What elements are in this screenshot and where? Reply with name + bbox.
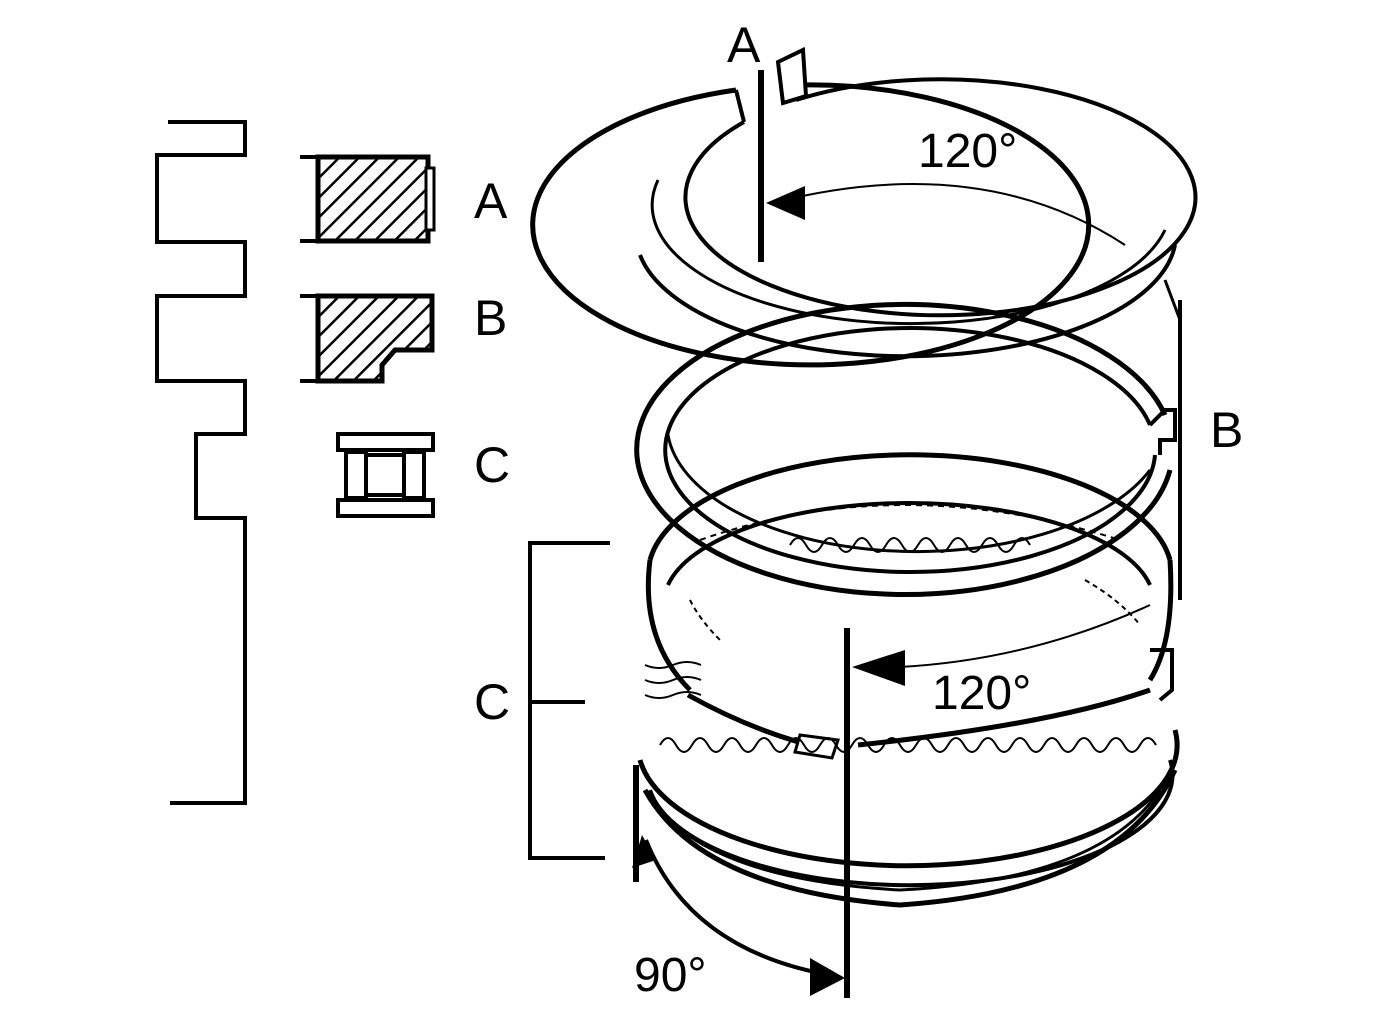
ring-c-angle-arrow-bottom <box>810 958 845 996</box>
bottom-gap-angle-label: 90° <box>634 949 707 1002</box>
ring-b-angle-arrow <box>852 650 905 686</box>
ring-profile-b <box>300 293 435 384</box>
ring-a-angle-arc <box>771 183 1126 246</box>
ring-a-drawing <box>530 46 1198 368</box>
ring-c-angle-arrow-top <box>632 835 656 868</box>
ring-c-angle-arc <box>644 839 831 977</box>
mid-gap-angle-label: 120° <box>932 667 1032 720</box>
profile-c-label: C <box>474 437 511 493</box>
ring-c-label: C <box>474 674 511 730</box>
ring-a-label: A <box>727 17 761 73</box>
ring-a-angle-arrow <box>766 186 805 220</box>
profile-a-label: A <box>474 173 508 229</box>
ring-b-label: B <box>1210 402 1244 458</box>
ring-profile-a <box>300 154 436 244</box>
ring-c-drawing <box>637 452 1180 908</box>
profile-b-label: B <box>474 290 508 346</box>
ring-b-drawing <box>634 279 1182 600</box>
ring-profile-c <box>336 432 435 518</box>
top-gap-angle-label: 120° <box>918 125 1018 178</box>
piston-groove-outline <box>155 120 247 805</box>
ring-b-angle-arc <box>899 604 1151 668</box>
